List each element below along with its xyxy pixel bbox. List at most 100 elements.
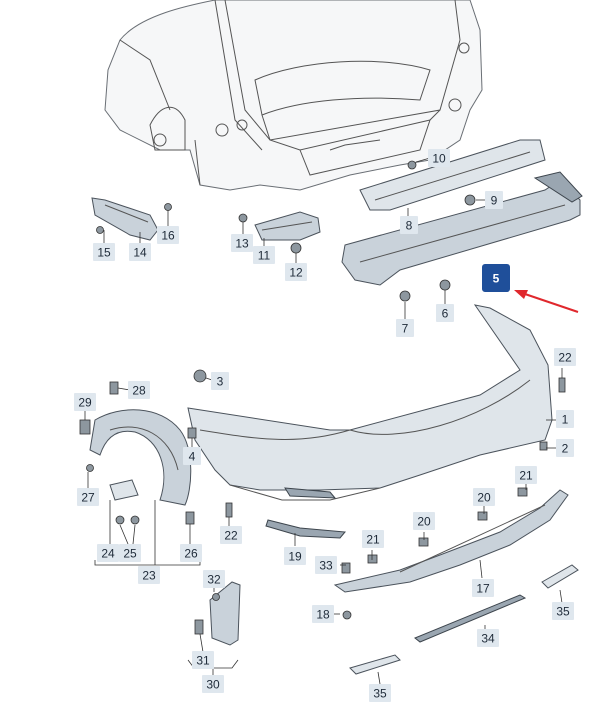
part-label-text: 22 <box>558 351 572 365</box>
part-label-26: 26 <box>180 544 202 562</box>
part-label-box <box>413 512 435 530</box>
part-label-box <box>552 602 574 620</box>
part-label-box <box>556 439 574 457</box>
part-label-box <box>428 149 450 167</box>
part-label-text: 35 <box>373 687 387 701</box>
part-label-9: 9 <box>485 191 503 209</box>
part-label-text: 22 <box>224 529 238 543</box>
part-label-text: 13 <box>235 237 249 251</box>
part-label-box <box>93 243 115 261</box>
part-label-box <box>129 243 151 261</box>
part-label-text: 33 <box>319 559 333 573</box>
part-label-10: 10 <box>428 149 450 167</box>
part-label-21: 21 <box>362 530 384 548</box>
part-label-5: 5 <box>482 264 510 292</box>
highlight-arrow <box>514 290 579 313</box>
part-label-box <box>285 263 307 281</box>
part-label-23: 23 <box>138 566 160 584</box>
part-label-text: 30 <box>206 678 220 692</box>
part-label-box <box>203 570 225 588</box>
part-label-box <box>515 466 537 484</box>
trim-strip-part-34 <box>414 594 527 643</box>
part-label-3: 3 <box>211 372 229 390</box>
part-label-text: 25 <box>123 547 137 561</box>
part-label-text: 23 <box>142 569 156 583</box>
part-label-7: 7 <box>396 319 414 337</box>
part-label-box <box>554 348 576 366</box>
part-label-24: 24 <box>97 544 119 562</box>
part-label-box <box>315 556 337 574</box>
part-label-8: 8 <box>400 216 418 234</box>
part-label-text: 10 <box>432 152 446 166</box>
part-label-2: 2 <box>556 439 574 457</box>
part-label-22: 22 <box>554 348 576 366</box>
part-label-box <box>362 530 384 548</box>
part-label-text: 7 <box>402 322 409 336</box>
part-label-20: 20 <box>413 512 435 530</box>
part-number-labels: 1234567891011121314151617181920202121222… <box>74 149 576 702</box>
part-label-text: 21 <box>519 469 533 483</box>
part-label-29: 29 <box>74 393 96 411</box>
part-label-33: 33 <box>315 556 337 574</box>
part-label-text: 2 <box>562 442 569 456</box>
part-label-text: 1 <box>562 413 569 427</box>
part-label-text: 12 <box>289 266 303 280</box>
part-label-text: 14 <box>133 246 147 260</box>
small-parts-lower <box>79 369 566 635</box>
reflector-part-35-lower <box>349 654 401 675</box>
part-label-19: 19 <box>284 547 306 565</box>
part-label-box <box>556 410 574 428</box>
part-label-box <box>77 488 99 506</box>
part-label-box <box>472 579 494 597</box>
part-label-15: 15 <box>93 243 115 261</box>
bumper-cover-part-1 <box>187 304 553 501</box>
part-label-14: 14 <box>129 243 151 261</box>
part-label-4: 4 <box>183 447 201 465</box>
part-label-text: 32 <box>207 573 221 587</box>
part-label-box <box>202 675 224 693</box>
leader-lines <box>84 157 563 685</box>
part-label-box <box>400 216 418 234</box>
part-label-box <box>211 372 229 390</box>
wheel-housing-liner-part-23 <box>89 409 192 506</box>
part-label-13: 13 <box>231 234 253 252</box>
part-label-16: 16 <box>157 226 179 244</box>
part-label-text: 3 <box>217 375 224 389</box>
part-label-box <box>369 684 391 702</box>
part-label-6: 6 <box>436 304 454 322</box>
part-label-21: 21 <box>515 466 537 484</box>
part-label-text: 5 <box>493 272 500 286</box>
part-label-box <box>128 381 150 399</box>
bumper-reinforcement-part-5 <box>341 171 583 286</box>
part-label-box <box>396 319 414 337</box>
part-label-22: 22 <box>220 526 242 544</box>
part-label-text: 6 <box>442 307 449 321</box>
part-label-text: 20 <box>417 515 431 529</box>
part-label-text: 16 <box>161 229 175 243</box>
part-label-text: 24 <box>101 547 115 561</box>
part-label-text: 31 <box>196 654 210 668</box>
part-label-text: 21 <box>366 533 380 547</box>
part-label-27: 27 <box>77 488 99 506</box>
part-label-box <box>482 264 510 292</box>
part-label-text: 27 <box>81 491 95 505</box>
part-label-text: 35 <box>556 605 570 619</box>
part-label-box <box>192 651 214 669</box>
part-label-32: 32 <box>203 570 225 588</box>
part-label-box <box>97 544 119 562</box>
part-label-box <box>473 488 495 506</box>
part-label-box <box>253 246 275 264</box>
part-label-35: 35 <box>369 684 391 702</box>
part-label-30: 30 <box>202 675 224 693</box>
part-label-20: 20 <box>473 488 495 506</box>
bolts-upper <box>96 160 476 302</box>
part-label-text: 26 <box>184 547 198 561</box>
part-label-28: 28 <box>128 381 150 399</box>
part-label-box <box>436 304 454 322</box>
part-label-1: 1 <box>556 410 574 428</box>
part-label-text: 20 <box>477 491 491 505</box>
part-label-text: 15 <box>97 246 111 260</box>
part-label-box <box>157 226 179 244</box>
